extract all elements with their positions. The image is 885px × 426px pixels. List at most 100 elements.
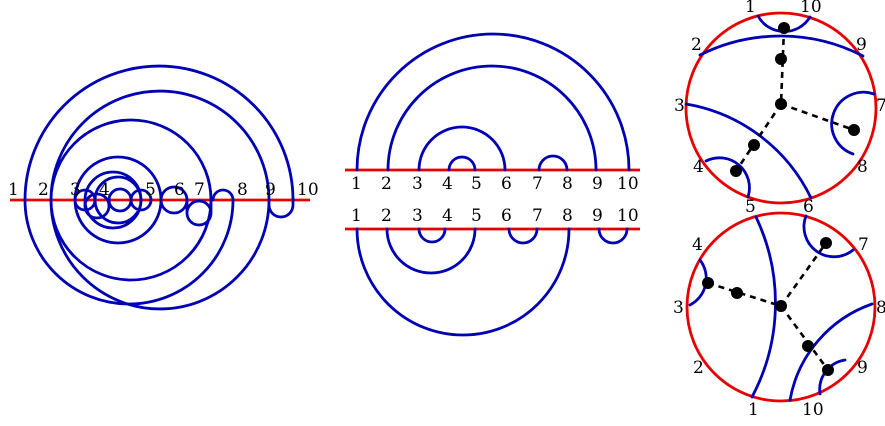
disk-top-arc-2-9 [698,34,865,58]
upper-arch-2-9 [386,64,598,172]
lower-arch-1-8 [355,227,571,337]
disk-top-label-3: 3 [674,96,685,116]
upper-arch-3-6 [417,125,507,172]
upper-arch-4-5 [447,155,477,172]
split-top-label-7: 7 [532,174,543,194]
disk-bottom-circle [685,211,877,403]
split-top-label-2: 2 [381,174,392,194]
disk-bottom-label-1: 1 [748,400,759,420]
split-bottom-labels: 1 2 3 4 5 6 7 8 9 10 [351,206,639,226]
tree-edge [779,27,786,105]
split-top-label-9: 9 [592,174,603,194]
disk-bottom-label-2: 2 [693,358,704,378]
tree-node [820,237,832,249]
tree-edge [734,103,783,172]
tree-edge [780,102,855,132]
tree-edge [707,281,782,308]
meander-label-2: 2 [38,180,49,200]
tree-node [748,139,760,151]
split-top-labels: 1 2 3 4 5 6 7 8 9 10 [351,174,639,194]
disk-top-label-8: 8 [857,157,868,177]
split-top-label-1: 1 [351,174,362,194]
lower-arch-3-4 [417,227,447,244]
split-bottom-label-5: 5 [471,206,482,226]
disk-top-label-2: 2 [691,35,702,55]
disk-top-label-4: 4 [693,157,704,177]
split-top-label-5: 5 [471,174,482,194]
split-bottom-label-1: 1 [351,206,362,226]
meander-label-7: 7 [194,180,205,200]
disk-bottom-label-7: 7 [858,235,869,255]
disk-top-label-6: 6 [803,197,814,217]
tree-node [730,165,742,177]
split-bottom-label-2: 2 [381,206,392,226]
disk-bottom-arc-8-10 [788,302,874,402]
disk-bottom-arc-6-7 [802,214,855,259]
disk-bottom-tree [702,237,834,376]
tree-node [802,340,814,352]
meander-curve [23,64,295,311]
tree-node [778,22,790,34]
disk-top-circle [684,11,878,205]
disk-top-label-7: 7 [876,96,885,116]
tree-node [775,98,787,110]
split-top-label-8: 8 [562,174,573,194]
meander-labels: 1 2 3 4 5 6 7 8 9 10 [8,180,319,200]
disk-top-tree [730,22,860,177]
meander-curve-outer [23,188,235,306]
lower-arch-9-10 [597,227,629,245]
disk-bottom-arc-9 [818,358,847,396]
disk-top-label-5: 5 [745,197,756,217]
disk-bottom-label-8: 8 [876,298,885,318]
split-bottom-label-9: 9 [592,206,603,226]
tree-node [731,287,743,299]
tree-edge [779,242,828,307]
split-bottom-label-6: 6 [501,206,512,226]
disk-bottom-arc-5-1 [750,215,777,399]
meander-label-1: 1 [8,180,19,200]
disk-top: 1 10 9 7 8 6 5 4 3 2 [674,0,885,217]
split-bottom-label-4: 4 [442,206,453,226]
tree-node [775,53,787,65]
disk-top-label-10: 10 [800,0,822,17]
disk-bottom-label-4: 4 [692,235,703,255]
split-bottom-label-8: 8 [562,206,573,226]
disk-bottom-label-3: 3 [673,298,684,318]
meander-diagram: 1 2 3 4 5 6 7 8 9 10 [8,64,319,311]
meander-label-9: 9 [265,180,276,200]
disk-top-label-1: 1 [745,0,756,17]
disk-bottom-label-10: 10 [802,400,824,420]
meander-label-4: 4 [99,180,110,200]
split-bottom-label-10: 10 [617,206,639,226]
disk-bottom-labels: 4 7 8 9 10 1 2 3 [673,235,885,420]
split-bottom-label-7: 7 [532,206,543,226]
lower-arch-2-5 [385,227,477,275]
meander-label-5: 5 [145,180,156,200]
split-top-label-4: 4 [442,174,453,194]
split-bottom-label-3: 3 [412,206,423,226]
meander-label-8: 8 [237,180,248,200]
split-diagram: 1 2 3 4 5 6 7 8 9 10 1 2 3 4 5 6 7 8 9 1… [345,32,640,337]
tree-node [775,300,787,312]
upper-arch-1-10 [355,32,631,172]
tree-node [822,364,834,376]
disk-bottom-label-9: 9 [857,358,868,378]
disk-top-arc-4-5 [704,156,751,199]
tree-edge [779,305,830,371]
disk-top-labels: 1 10 9 7 8 6 5 4 3 2 [674,0,885,217]
split-top-label-10: 10 [617,174,639,194]
tree-node [702,277,714,289]
split-top-label-6: 6 [501,174,512,194]
disk-top-label-9: 9 [856,35,867,55]
split-top-label-3: 3 [412,174,423,194]
disk-top-arc-7-8 [830,90,876,156]
disk-bottom: 4 7 8 9 10 1 2 3 [673,211,885,420]
lower-arch-6-7 [507,227,539,245]
meander-label-6: 6 [174,180,185,200]
tree-node [848,124,860,136]
meander-label-3: 3 [70,180,81,200]
meander-label-10: 10 [297,180,319,200]
upper-arch-7-8 [537,154,569,172]
